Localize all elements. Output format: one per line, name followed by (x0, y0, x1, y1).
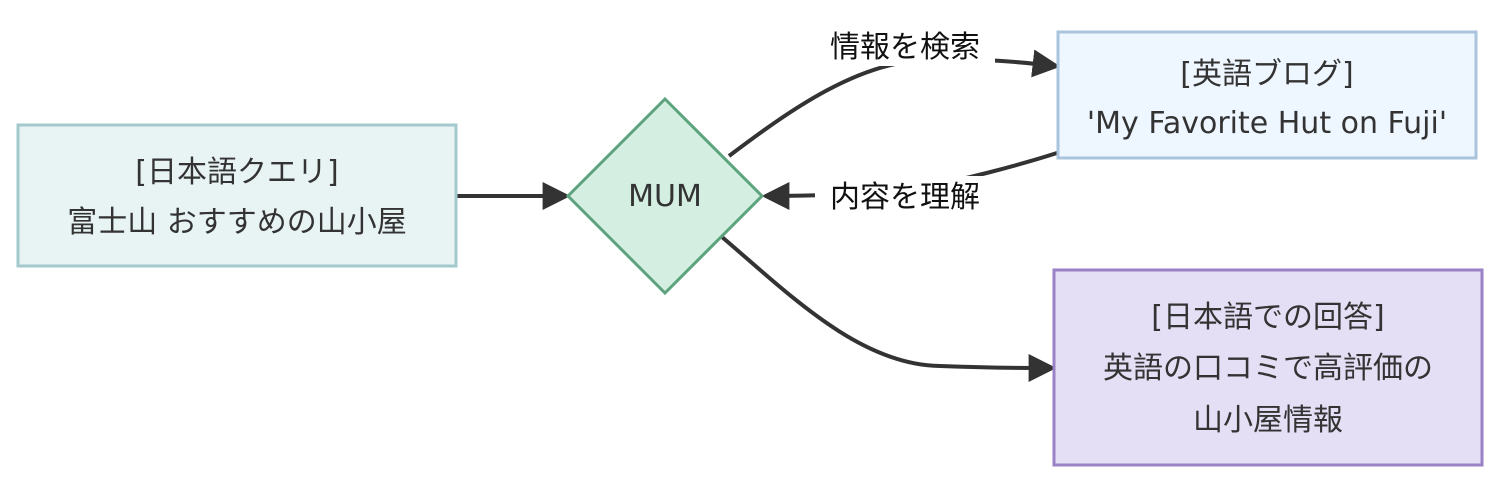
blog-node-title: [英語ブログ] (1180, 57, 1353, 92)
query-node (16, 123, 458, 268)
answer-node-title: [日本語での回答] (1151, 300, 1384, 335)
answer-node-line-2: 山小屋情報 (1193, 403, 1343, 438)
answer-node-line-1: 英語の口コミで高評価の (1103, 351, 1433, 386)
answer-node (1052, 268, 1484, 467)
blog-node-text: 'My Favorite Hut on Fuji' (1087, 106, 1447, 141)
edge-label-understand: 内容を理解 (830, 180, 980, 215)
mum-node-label: MUM (628, 179, 702, 214)
blog-node (1056, 30, 1478, 160)
edge-mum-to-blog (727, 49, 1061, 158)
edge-mum-to-answer (720, 235, 1057, 382)
query-node-text: 富士山 おすすめの山小屋 (67, 205, 407, 240)
query-node-title: [日本語クエリ] (135, 155, 338, 190)
edge-label-search: 情報を検索 (830, 30, 980, 65)
mum-node (565, 96, 765, 296)
